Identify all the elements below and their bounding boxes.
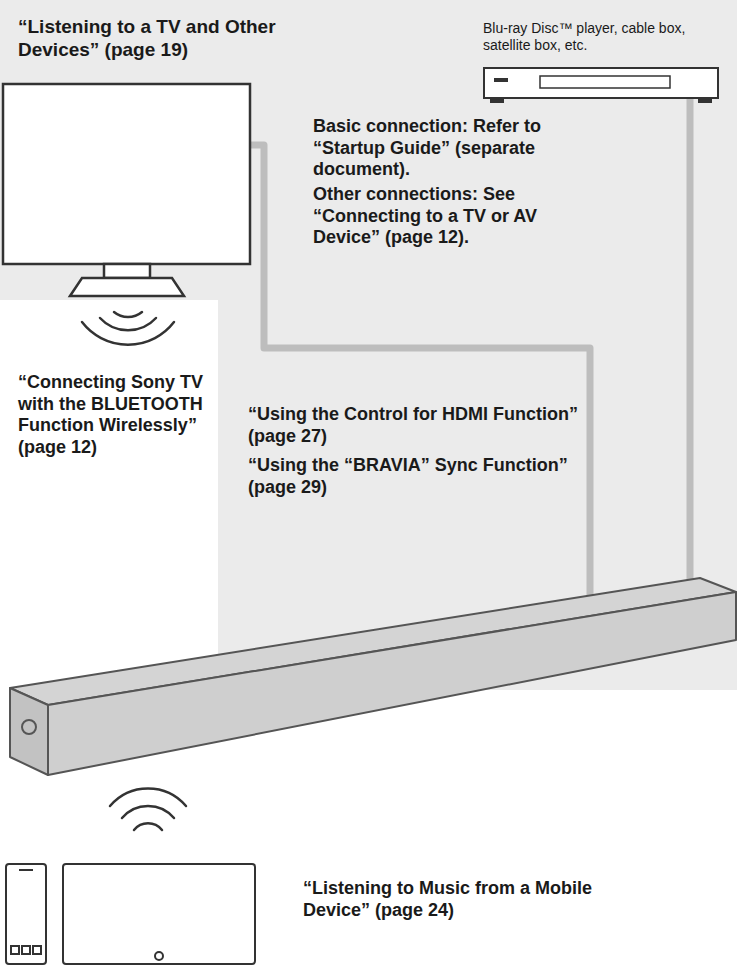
label-box: “Connecting Sony TV with the BLUETOOTH F… xyxy=(18,372,238,458)
label-box: “Listening to Music from a Mobile Device… xyxy=(303,878,633,921)
label-box: “Using the Control for HDMI Function” (p… xyxy=(248,404,578,447)
smartphone xyxy=(6,864,46,964)
reference-label: Other connections: See “Connecting to a … xyxy=(313,184,598,249)
bluray-player xyxy=(484,68,718,103)
hdmi-cable xyxy=(687,97,694,600)
label-box: Blu-ray Disc™ player, cable box, satelli… xyxy=(483,20,728,54)
reference-label: Basic connection: Refer to “Startup Guid… xyxy=(313,116,598,181)
label-box: Other connections: See “Connecting to a … xyxy=(313,184,598,249)
reference-label: “Listening to a TV and Other Devices” (p… xyxy=(18,16,358,62)
background-region xyxy=(0,0,737,690)
label-box: Basic connection: Refer to “Startup Guid… xyxy=(313,116,598,181)
label-box: “Using the “BRAVIA” Sync Function” (page… xyxy=(248,455,578,498)
wireless-signal xyxy=(82,312,174,345)
tv-illustration xyxy=(3,84,250,296)
reference-label: “Using the “BRAVIA” Sync Function” (page… xyxy=(248,455,578,498)
tablet xyxy=(63,864,255,964)
wireless-signal xyxy=(110,788,186,830)
reference-label: “Using the Control for HDMI Function” (p… xyxy=(248,404,578,447)
reference-label: “Listening to Music from a Mobile Device… xyxy=(303,878,633,921)
label-box: “Listening to a TV and Other Devices” (p… xyxy=(18,16,358,62)
soundbar xyxy=(10,578,736,775)
device-caption: Blu-ray Disc™ player, cable box, satelli… xyxy=(483,20,728,54)
reference-label: “Connecting Sony TV with the BLUETOOTH F… xyxy=(18,372,238,458)
